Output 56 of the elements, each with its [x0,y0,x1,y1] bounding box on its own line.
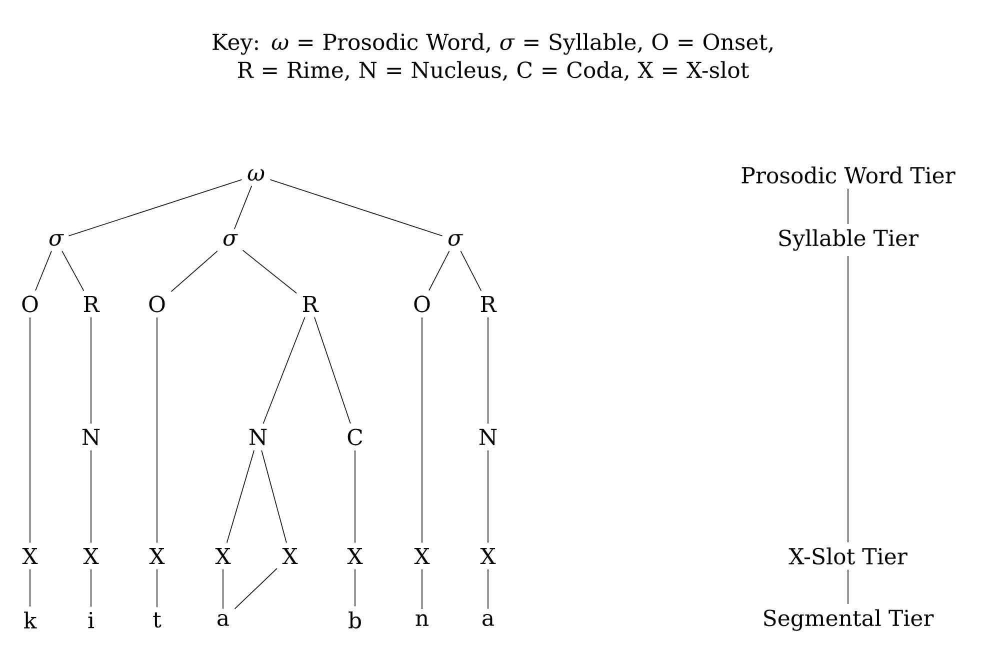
tree-line [314,316,351,424]
slot-label: X [414,548,430,564]
tree-line [226,450,254,544]
constituent-label: R [302,296,319,312]
tree-line [90,568,92,608]
tree-line [234,568,278,610]
slot-label: X [149,548,165,564]
tree-line [242,250,297,294]
segment-label: b [348,612,361,629]
slot-label: X [347,548,363,564]
constituent-label: R [84,296,100,312]
tier-label: X-Slot Tier [788,548,908,565]
constituent-label: O [414,296,430,312]
syllable-symbol: σ [223,234,238,246]
constituent-label: C [348,428,362,446]
constituent-label: N [82,428,100,446]
tree-line [170,250,218,292]
constituent-label: N [479,428,497,446]
tier-label: Syllable Tier [779,229,919,251]
tree-line [354,450,356,544]
tree-line [68,179,242,236]
constituent-label: R [480,296,497,312]
tree-line [90,316,92,424]
word-symbol: ω [248,169,264,181]
segment-label: i [88,612,94,628]
tier-label: Prosodic Word Tier [742,166,956,184]
constituent-label: O [22,296,38,312]
syllable-symbol: σ [448,234,463,246]
segment-label: n [416,614,428,626]
segment-label: a [482,614,494,626]
slot-label: X [83,548,99,564]
tree-line [156,568,158,608]
constituent-label: O [149,296,165,312]
slot-label: X [215,548,231,564]
tree-line [261,450,287,544]
slot-label: X [480,548,496,564]
segment-label: t [153,612,162,628]
tree-line [156,317,158,544]
tree-line [428,250,450,291]
tier-label: Segmental Tier [764,609,934,631]
slot-label: X [282,548,298,564]
segment-label: k [24,612,37,628]
tree-line [262,316,306,424]
tree-line [90,450,92,544]
segment-label: a [218,614,229,626]
constituent-label: N [249,428,267,446]
tree-line [234,186,252,230]
tree-line [354,568,356,607]
tree-line [270,179,443,236]
syllable-symbol: σ [49,234,64,246]
tree-line [62,250,84,292]
tree-line [35,250,52,291]
tree-line [460,250,482,292]
slot-label: X [22,548,38,564]
key-text: Key: ω = Prosodic Word, σ = Syllable, O = Onset, R = Rime, N = Nucleus, C = Coda, X = X-slot [212,33,772,81]
tree-line [222,568,224,610]
